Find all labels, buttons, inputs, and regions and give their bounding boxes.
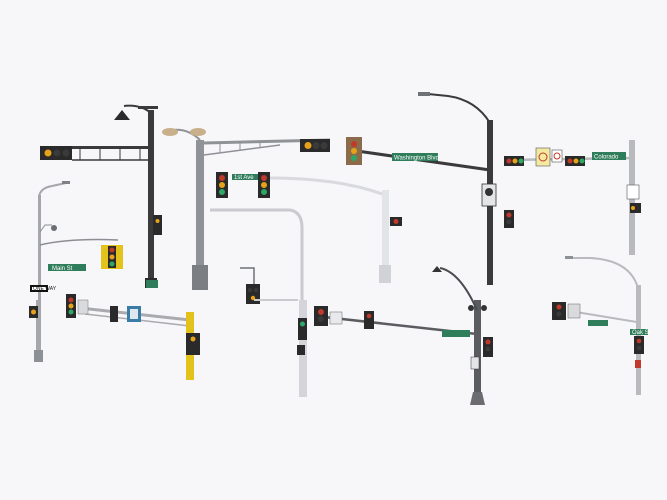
colorado-sign-text: Colorado <box>594 155 619 161</box>
streetlight-with-signal-arm-black <box>40 104 162 288</box>
signal-bottom-right <box>552 302 566 320</box>
washington-sign <box>392 153 438 161</box>
street-sign-left-text: Main St <box>52 266 73 272</box>
yellow-signal-cluster <box>101 245 123 269</box>
traffic-signal-mast-arm-silver: Colorado <box>504 140 641 255</box>
street-sign-mid-text: 1st Ave <box>234 175 254 181</box>
streetlight-with-signal-arm-dark: Washington Blvd <box>346 92 514 285</box>
street-sign-left <box>48 264 86 271</box>
oneway-sign-text: ONE WAY <box>33 286 57 292</box>
streetlight-silver-right: Oak St <box>552 256 651 395</box>
traffic-signal-mast-arm-gray-ornate <box>162 128 331 290</box>
traffic-signal-mast-arm-span-wire: 1st Ave <box>216 172 402 283</box>
street-sign-ornate <box>442 330 470 337</box>
streetlight-gray-bent: Main St ONE WAY <box>29 181 123 362</box>
washington-sign-text: Washington Blvd <box>394 156 439 162</box>
street-sign-right-text: Oak St <box>632 330 651 336</box>
colorado-sign <box>592 152 626 160</box>
streetlight-white-short <box>210 208 307 397</box>
traffic-signal-ornate-black-post <box>314 266 493 405</box>
traffic-signal-mast-arm-yellow <box>66 294 200 380</box>
